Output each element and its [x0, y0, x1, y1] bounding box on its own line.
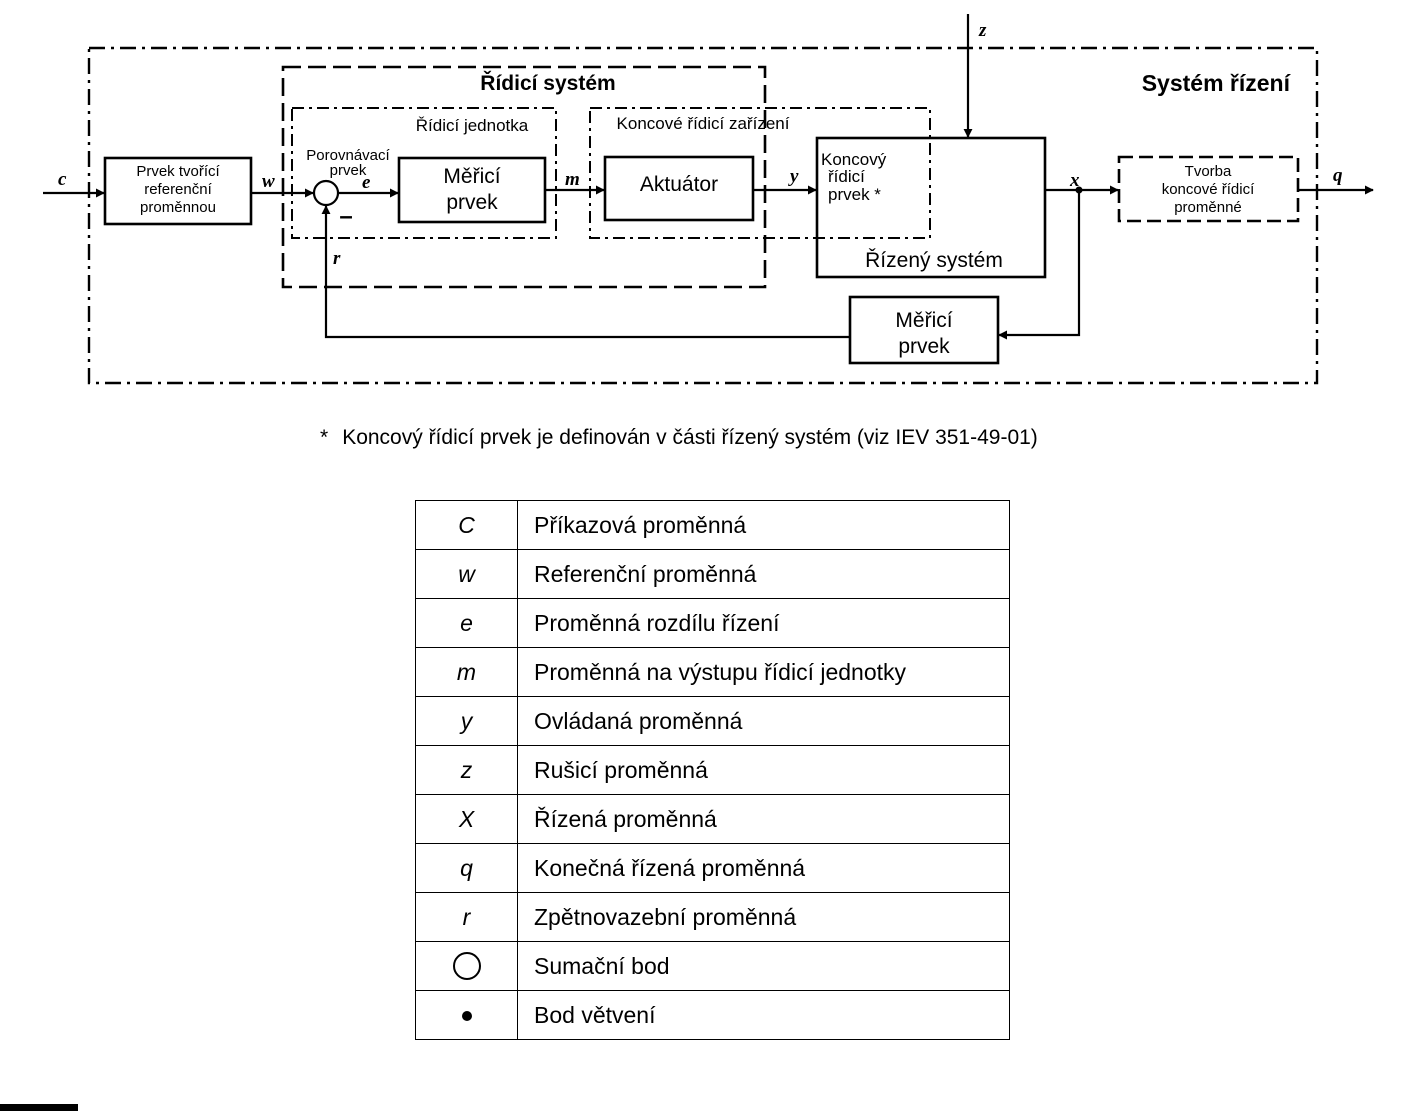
signal-label-x: x [1069, 170, 1080, 191]
signal-label-r: r [333, 248, 341, 269]
legend-symbol: e [415, 598, 518, 648]
final-control-element-label-1: Koncový [821, 150, 887, 169]
branch-point-legend-icon [461, 1011, 472, 1022]
signal-label-c: c [58, 169, 67, 190]
signal-label-e: e [362, 172, 371, 193]
legend-description: Proměnná rozdílu řízení [517, 598, 1010, 648]
legend-symbol: m [415, 647, 518, 697]
minus-sign: – [339, 203, 352, 230]
signal-r-feedback-line [321, 205, 850, 339]
control-loop-diagram: Systém řízení Řídicí systém Řídicí jedno… [43, 14, 1374, 385]
final-variable-former-label-1: Tvorba [1185, 163, 1232, 180]
footnote: * Koncový řídicí prvek je definován v čás… [320, 426, 1038, 450]
legend-description: Referenční proměnná [517, 549, 1010, 599]
summing-point-icon [312, 179, 340, 207]
legend-description: Zpětnovazební proměnná [517, 892, 1010, 942]
legend-symbol: y [415, 696, 518, 746]
controlled-system-label: Řízený systém [865, 249, 1003, 272]
reference-former-block [103, 156, 253, 226]
legend-description: Rušicí proměnná [517, 745, 1010, 795]
legend-description: Konečná řízená proměnná [517, 843, 1010, 893]
signal-label-q: q [1333, 165, 1343, 186]
legend-symbol: z [415, 745, 518, 795]
legend-description: Řízená proměnná [517, 794, 1010, 844]
final-control-device-boundary [589, 107, 931, 239]
legend-symbol: C [415, 500, 518, 550]
legend-symbol: X [415, 794, 518, 844]
legend-description: Bod větvení [517, 990, 1010, 1040]
scan-artifact-bar [0, 1104, 78, 1111]
legend-symbol: q [415, 843, 518, 893]
final-variable-former-label-2: koncové řídicí [1162, 181, 1255, 198]
outer-boundary-label: Systém řízení [1142, 70, 1292, 96]
final-variable-former-block [1117, 155, 1300, 223]
final-control-element-label-3: prvek * [828, 185, 881, 204]
legend-symbol: r [415, 892, 518, 942]
final-control-element-label-2: řídicí [828, 167, 865, 186]
legend-description: Ovládaná proměnná [517, 696, 1010, 746]
reference-former-label-2: referenční [144, 181, 212, 198]
legend-symbol-cell [415, 990, 518, 1040]
branch-point-icon [1075, 186, 1083, 194]
legend-description: Sumační bod [517, 941, 1010, 991]
actuator-label: Aktuátor [640, 173, 718, 196]
summing-point-legend-icon [452, 952, 481, 981]
comparator-label-1: Porovnávací [306, 147, 390, 164]
feedback-measuring-block [848, 295, 1000, 365]
final-control-device-label: Koncové řídicí zařízení [617, 114, 790, 133]
measuring-element-label-2: prvek [446, 191, 498, 214]
feedback-branch-line [998, 190, 1081, 340]
reference-former-label-1: Prvek tvořící [136, 163, 220, 180]
control-unit-boundary [291, 107, 557, 239]
legend-description: Příkazová proměnná [517, 500, 1010, 550]
legend-row: Sumační bod [415, 941, 1010, 991]
control-system-boundary [281, 65, 767, 289]
footnote-marker: * [320, 426, 329, 449]
control-unit-label: Řídicí jednotka [416, 116, 529, 135]
comparator-label-2: prvek [330, 162, 367, 179]
legend-symbol-cell [415, 941, 518, 991]
signal-label-w: w [262, 171, 275, 192]
final-variable-former-label-3: proměnné [1174, 199, 1242, 216]
signal-label-z: z [978, 20, 987, 41]
reference-former-label-3: proměnnou [140, 199, 216, 216]
legend-row: Bod větvení [415, 990, 1010, 1040]
actuator-block [603, 155, 755, 222]
control-system-outer-boundary [87, 46, 1319, 385]
feedback-measuring-label-2: prvek [898, 335, 950, 358]
feedback-measuring-label-1: Měřicí [895, 309, 952, 332]
controlled-system-block [815, 136, 1047, 279]
measuring-element-block [397, 156, 547, 224]
footnote-text: Koncový řídicí prvek je definován v část… [342, 426, 1038, 449]
signal-label-y: y [788, 166, 799, 187]
legend-symbol: w [415, 549, 518, 599]
measuring-element-label-1: Měřicí [443, 165, 500, 188]
signal-label-m: m [565, 169, 580, 190]
control-system-label: Řídicí systém [480, 71, 615, 95]
legend-description: Proměnná na výstupu řídicí jednotky [517, 647, 1010, 697]
